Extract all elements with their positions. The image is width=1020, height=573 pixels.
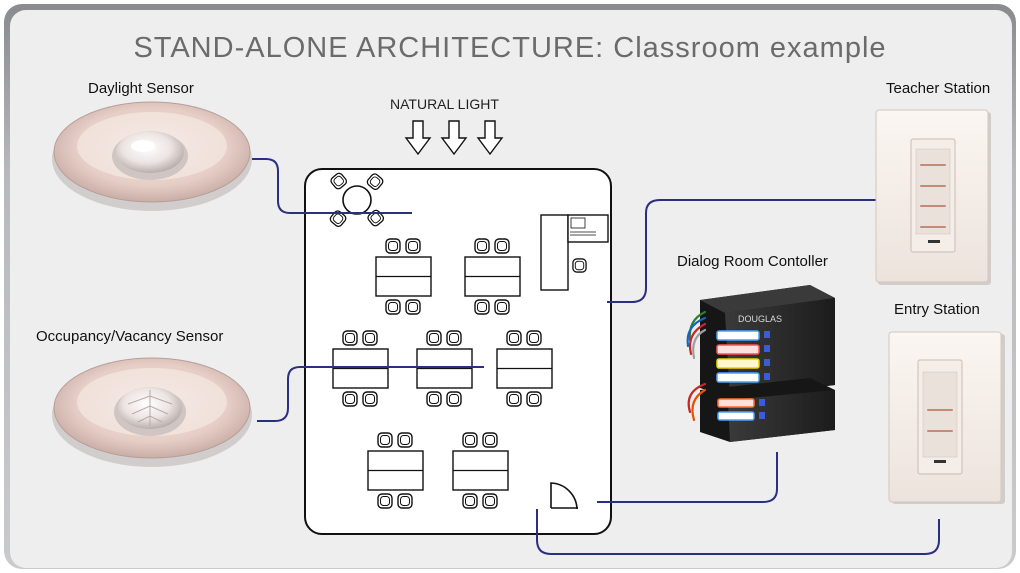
- chair: [377, 493, 393, 509]
- chair: [482, 432, 498, 448]
- chair: [462, 432, 478, 448]
- chair: [494, 238, 510, 254]
- chair: [362, 391, 378, 407]
- desk-group: [464, 238, 521, 315]
- chair: [474, 238, 490, 254]
- wiring: [252, 158, 940, 555]
- desk-group: [496, 330, 553, 407]
- chair: [446, 330, 462, 346]
- chair: [385, 299, 401, 315]
- chair: [506, 391, 522, 407]
- chair: [342, 330, 358, 346]
- occupancy-sensor-icon: [52, 357, 252, 467]
- chair: [494, 299, 510, 315]
- desk-group: [375, 238, 432, 315]
- desk-group: [452, 432, 509, 509]
- chair: [362, 330, 378, 346]
- chair: [397, 432, 413, 448]
- chair: [474, 299, 490, 315]
- entry-station-label: Entry Station: [894, 301, 980, 318]
- natural-light-arrows-icon: [404, 120, 504, 156]
- classroom-floor-plan: [304, 168, 612, 535]
- chair: [385, 238, 401, 254]
- natural-light-label: NATURAL LIGHT: [390, 96, 499, 112]
- room-controller-label: Dialog Room Contoller: [677, 253, 828, 270]
- chair: [482, 493, 498, 509]
- teacher-station-label: Teacher Station: [886, 80, 991, 97]
- teacher-desk: [540, 214, 609, 291]
- room-controller-device: DOUGLAS: [686, 285, 835, 442]
- student-desks: [332, 238, 553, 509]
- chair: [462, 493, 478, 509]
- desk-group: [367, 432, 424, 509]
- desk-group: [332, 330, 389, 407]
- door: [550, 482, 578, 510]
- chair: [506, 330, 522, 346]
- chair: [397, 493, 413, 509]
- chair: [446, 391, 462, 407]
- entry-station-keypad: [888, 331, 1005, 504]
- teacher-station-keypad: [875, 109, 991, 285]
- controller-brand: DOUGLAS: [738, 314, 782, 324]
- chair: [405, 238, 421, 254]
- chair: [426, 391, 442, 407]
- occupancy-sensor-label: Occupancy/Vacancy Sensor: [36, 328, 224, 345]
- chair: [342, 391, 358, 407]
- chair: [405, 299, 421, 315]
- chair: [426, 330, 442, 346]
- desk-group: [416, 330, 473, 407]
- chair: [526, 391, 542, 407]
- chair: [526, 330, 542, 346]
- daylight-sensor-icon: [52, 101, 252, 211]
- diagram-title: STAND-ALONE ARCHITECTURE: Classroom exam…: [133, 32, 887, 64]
- daylight-sensor-label: Daylight Sensor: [88, 80, 194, 97]
- chair: [377, 432, 393, 448]
